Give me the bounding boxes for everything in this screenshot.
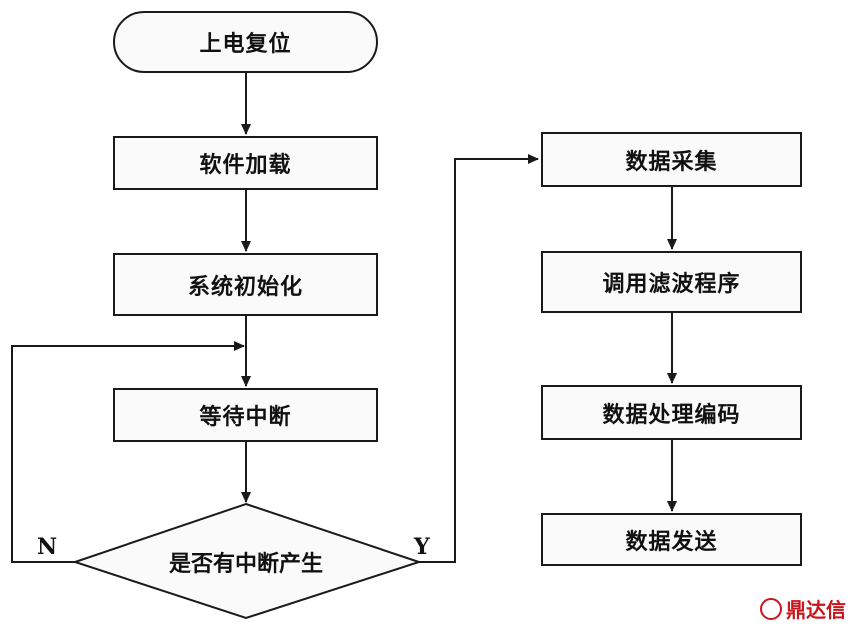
watermark: 鼎达信 bbox=[760, 594, 846, 623]
decision-diamond bbox=[71, 502, 423, 620]
watermark-text: 鼎达信 bbox=[786, 598, 846, 622]
yes-branch-label: Y bbox=[414, 534, 430, 560]
system-init-node: 系统初始化 bbox=[113, 253, 378, 316]
start-node: 上电复位 bbox=[113, 11, 378, 73]
arrow-yes-branch bbox=[419, 154, 539, 563]
arrow-no-loop bbox=[11, 341, 245, 563]
send-node: 数据发送 bbox=[541, 513, 802, 566]
filter-node: 调用滤波程序 bbox=[541, 251, 802, 313]
decision-label: 是否有中断产生 bbox=[168, 552, 323, 577]
software-load-node: 软件加载 bbox=[113, 136, 378, 190]
watermark-logo-icon bbox=[760, 597, 782, 620]
encode-node: 数据处理编码 bbox=[541, 385, 802, 440]
data-collect-node: 数据采集 bbox=[541, 132, 802, 187]
wait-interrupt-node: 等待中断 bbox=[113, 388, 378, 442]
no-branch-label: N bbox=[37, 534, 58, 560]
